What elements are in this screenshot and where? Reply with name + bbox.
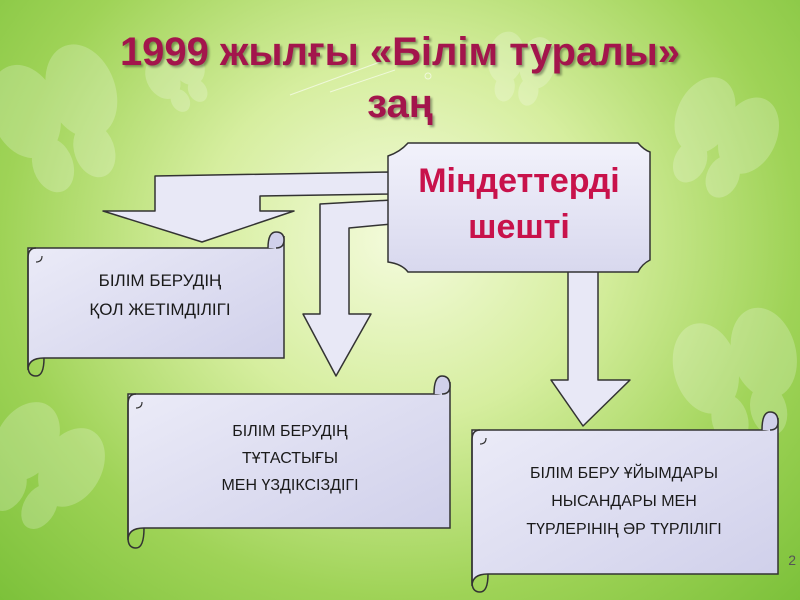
scroll-2-line: ТҰТАСТЫҒЫ bbox=[241, 450, 339, 467]
central-box-label: Міндеттерді шешті bbox=[388, 158, 650, 250]
arrow-to-scroll-3 bbox=[550, 267, 631, 427]
arrow-to-scroll-2 bbox=[302, 199, 393, 377]
arrow-to-scroll-1 bbox=[102, 171, 393, 243]
scroll-2-line: БІЛІМ БЕРУДІҢ bbox=[232, 423, 348, 440]
scroll-1-line: БІЛІМ БЕРУДІҢ bbox=[98, 271, 222, 290]
scroll-2 bbox=[127, 375, 451, 549]
scroll-3-line: БІЛІМ БЕРУ ҰЙЫМДАРЫ bbox=[530, 465, 718, 482]
page-number: 2 bbox=[788, 552, 796, 568]
slide-title: 1999 жылғы «Білім туралы» заң bbox=[0, 26, 800, 130]
scroll-3-line: ТҮРЛЕРІНІҢ ӘР ТҮРЛІЛІГІ bbox=[526, 521, 722, 538]
title-line-1: 1999 жылғы «Білім туралы» bbox=[119, 30, 681, 74]
central-box-line-1: Міндеттерді bbox=[418, 162, 620, 200]
scroll-1-label: БІЛІМ БЕРУДІҢ ҚОЛ ЖЕТІМДІЛІГІ bbox=[40, 266, 280, 324]
scroll-3 bbox=[471, 411, 779, 593]
central-box-line-2: шешті bbox=[468, 208, 570, 246]
scroll-3-line: НЫСАНДАРЫ МЕН bbox=[551, 493, 697, 510]
scroll-3-label: БІЛІМ БЕРУ ҰЙЫМДАРЫ НЫСАНДАРЫ МЕН ТҮРЛЕР… bbox=[476, 460, 772, 544]
scroll-2-line: МЕН ҮЗДІКСІЗДІГІ bbox=[221, 477, 359, 494]
scroll-1-line: ҚОЛ ЖЕТІМДІЛІГІ bbox=[89, 300, 231, 319]
central-box bbox=[387, 142, 651, 273]
scroll-1 bbox=[27, 231, 285, 377]
scroll-2-label: БІЛІМ БЕРУДІҢ ТҰТАСТЫҒЫ МЕН ҮЗДІКСІЗДІГІ bbox=[150, 418, 430, 499]
title-line-2: заң bbox=[367, 82, 433, 126]
